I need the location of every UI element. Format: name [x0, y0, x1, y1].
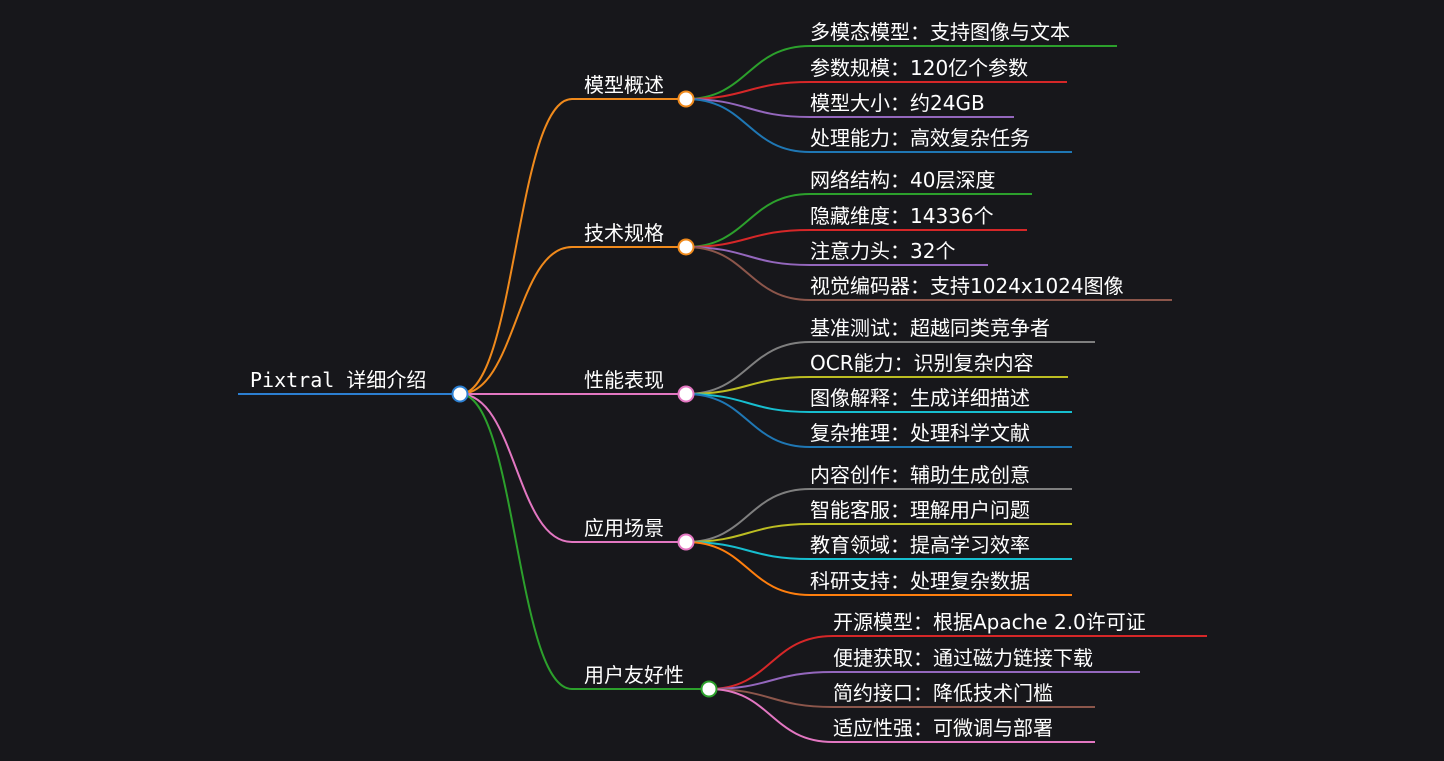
mindmap-labels: Pixtral 详细介绍 模型概述 多模态模型：支持图像与文本参数规模：120亿个参… [250, 20, 1146, 740]
branch-5-leaf-2-edge [708, 671, 834, 690]
branch-3-leaf-1-edge [685, 341, 811, 395]
branch-3-leaf-1-label[interactable]: 基准测试：超越同类竞争者 [810, 316, 1050, 340]
branch-5-leaf-1-label[interactable]: 开源模型：根据Apache 2.0许可证 [833, 610, 1146, 634]
mindmap-nodes [451, 90, 718, 698]
branch-1-leaf-2-edge [685, 81, 811, 100]
branch-5-leaf-4-label[interactable]: 适应性强：可微调与部署 [833, 716, 1053, 740]
branch-3-leaf-2-edge [685, 376, 811, 395]
branch-1-edge [459, 98, 573, 395]
branch-2-leaf-4-edge [685, 246, 811, 301]
branch-5-label[interactable]: 用户友好性 [584, 663, 684, 687]
branch-2-leaf-4-label[interactable]: 视觉编码器：支持1024x1024图像 [810, 274, 1124, 298]
branch-4-leaf-2-label[interactable]: 智能客服：理解用户问题 [810, 498, 1030, 522]
branch-5-collapse-node[interactable] [700, 680, 718, 698]
branch-4-leaf-2-edge [685, 523, 811, 543]
branch-2-leaf-3-edge [685, 246, 811, 266]
branch-3-leaf-4-edge [685, 393, 811, 448]
branch-1-label[interactable]: 模型概述 [584, 73, 664, 97]
branch-3-leaf-2-label[interactable]: OCR能力：识别复杂内容 [810, 351, 1034, 375]
branch-5-edge [459, 393, 573, 690]
branch-1-leaf-2-label[interactable]: 参数规模：120亿个参数 [810, 56, 1028, 80]
branch-4-label[interactable]: 应用场景 [584, 516, 664, 540]
branch-5-leaf-3-edge [708, 688, 834, 708]
branch-1-leaf-3-edge [685, 98, 811, 118]
branch-2-leaf-2-edge [685, 229, 811, 248]
branch-2-leaf-2-label[interactable]: 隐藏维度：14336个 [810, 204, 994, 228]
branch-2-label[interactable]: 技术规格 [584, 221, 664, 245]
mindmap-edges [459, 45, 834, 743]
branch-4-leaf-4-label[interactable]: 科研支持：处理复杂数据 [810, 569, 1030, 593]
branch-3-leaf-3-edge [685, 393, 811, 413]
branch-2-leaf-1-edge [685, 193, 811, 248]
branch-1-leaf-1-edge [685, 45, 811, 100]
branch-1-leaf-3-label[interactable]: 模型大小：约24GB [810, 91, 985, 115]
branch-4-leaf-3-label[interactable]: 教育领域：提高学习效率 [810, 533, 1030, 557]
branch-4-edge [459, 393, 573, 543]
branch-5-leaf-4-edge [708, 688, 834, 743]
branch-5-leaf-1-edge [708, 635, 834, 690]
branch-2-edge [459, 246, 573, 395]
branch-1-leaf-4-edge [685, 98, 811, 153]
branch-1-collapse-node[interactable] [677, 90, 695, 108]
branch-4-leaf-1-label[interactable]: 内容创作：辅助生成创意 [810, 463, 1030, 487]
branch-1-leaf-4-label[interactable]: 处理能力：高效复杂任务 [810, 126, 1030, 150]
branch-2-leaf-1-label[interactable]: 网络结构：40层深度 [810, 168, 995, 192]
branch-2-collapse-node[interactable] [677, 238, 695, 256]
branch-2-leaf-3-label[interactable]: 注意力头：32个 [810, 239, 955, 263]
branch-4-collapse-node[interactable] [677, 533, 695, 551]
root-label[interactable]: Pixtral 详细介绍 [250, 368, 426, 392]
branch-4-leaf-3-edge [685, 541, 811, 560]
branch-3-collapse-node[interactable] [677, 385, 695, 403]
branch-5-leaf-3-label[interactable]: 简约接口：降低技术门槛 [833, 681, 1053, 705]
branch-1-leaf-1-label[interactable]: 多模态模型：支持图像与文本 [810, 20, 1070, 44]
branch-3-leaf-3-label[interactable]: 图像解释：生成详细描述 [810, 386, 1030, 410]
branch-3-leaf-4-label[interactable]: 复杂推理：处理科学文献 [810, 421, 1030, 445]
branch-4-leaf-4-edge [685, 541, 811, 596]
mindmap-underlines [238, 45, 1207, 743]
branch-3-label[interactable]: 性能表现 [584, 368, 664, 392]
root-collapse-node[interactable] [451, 385, 469, 403]
branch-5-leaf-2-label[interactable]: 便捷获取：通过磁力链接下载 [833, 646, 1093, 670]
branch-4-leaf-1-edge [685, 488, 811, 543]
